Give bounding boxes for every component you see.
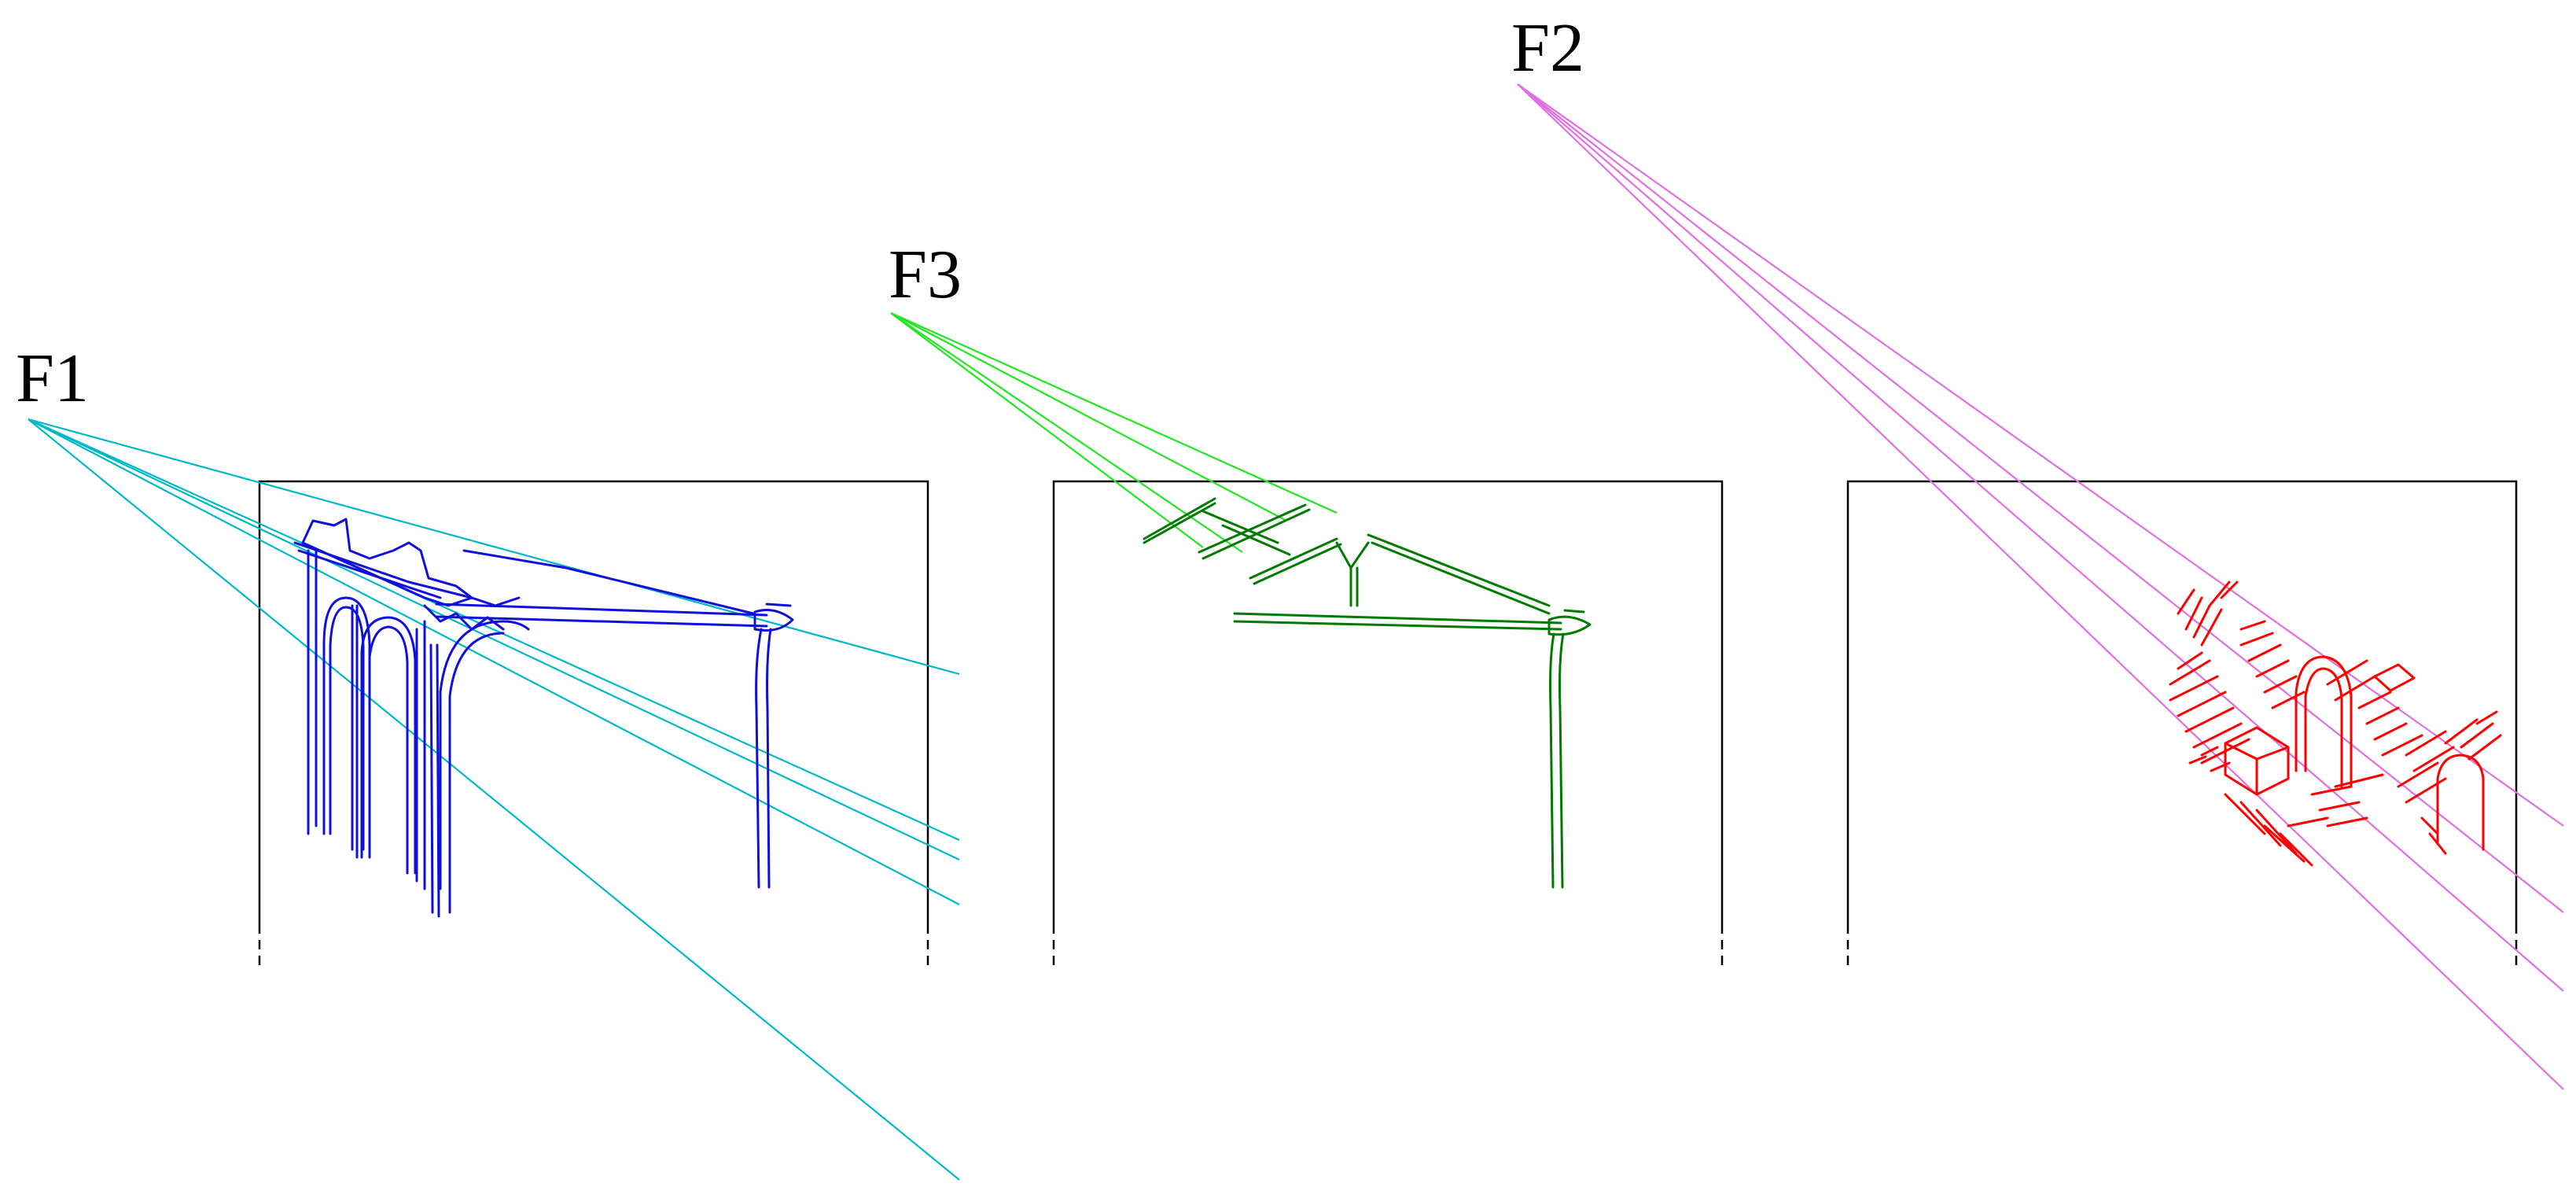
- column-2: [351, 604, 359, 859]
- long-bar-2: [1221, 524, 1291, 556]
- ray-f1-5: [28, 418, 960, 1181]
- y-bracket: [1335, 541, 1370, 607]
- rays-f3: [890, 311, 1338, 553]
- hatch-i: [2188, 746, 2231, 772]
- vp-label-f3: F3: [889, 237, 962, 313]
- arch-red-3: [2436, 754, 2485, 851]
- hatch-e: [2224, 793, 2329, 867]
- crossbeam-3: [1249, 537, 1342, 585]
- lamp-pole-2: [1549, 632, 1565, 889]
- rays-f2: [1517, 83, 2564, 1090]
- cornice: [293, 541, 473, 599]
- ray-f3-4: [890, 312, 1204, 548]
- hatch-c: [2239, 620, 2306, 709]
- arch-red-2: [2304, 667, 2343, 788]
- edge-drawing-panel-3: [2169, 580, 2502, 867]
- hatch-a: [2177, 580, 2239, 647]
- ray-f2-3: [1517, 83, 2564, 992]
- column-3: [415, 620, 426, 890]
- panel-frame-2: [1052, 480, 1724, 967]
- building-top: [301, 518, 473, 607]
- arch-3-inner: [448, 632, 505, 914]
- lamp-arm-2: [1233, 612, 1562, 631]
- long-bar-3: [1367, 533, 1551, 615]
- arch-3: [439, 620, 530, 890]
- ray-f1-4: [28, 418, 960, 905]
- ray-f3-2: [890, 312, 1287, 521]
- ray-f2-2: [1517, 83, 2564, 913]
- crossbeam-1: [1143, 497, 1216, 544]
- arch-2-inner: [368, 625, 409, 875]
- ray-f1-1: [28, 418, 960, 676]
- edge-drawing-panel-2: [1143, 497, 1592, 889]
- panel-frame-3: [1846, 480, 2518, 967]
- ornament-band: [423, 596, 521, 631]
- roof-slope: [462, 549, 755, 615]
- hatch-h: [2397, 730, 2455, 855]
- arch-2: [360, 616, 417, 875]
- lamp-pole: [755, 628, 772, 889]
- column-4: [429, 643, 440, 918]
- ray-f3-3: [890, 312, 1243, 553]
- lamp-arm: [435, 603, 768, 628]
- vp-label-f1: F1: [16, 341, 89, 417]
- lamp-head: [753, 603, 794, 632]
- box-small: [2373, 663, 2416, 692]
- rays-f1: [28, 418, 960, 1181]
- ray-f2-4: [1517, 83, 2564, 1090]
- ray-f2-1: [1517, 83, 2564, 827]
- ray-f1-3: [28, 418, 960, 860]
- hatch-f: [2310, 773, 2384, 827]
- hatch-b: [2169, 651, 2250, 765]
- panel-frame-1: [258, 480, 929, 967]
- box-shape: [2224, 726, 2290, 796]
- hatch-g: [2444, 710, 2502, 761]
- vp-label-f2: F2: [1511, 10, 1584, 87]
- long-bar-1: [1202, 510, 1279, 544]
- arch-red-1: [2294, 655, 2353, 788]
- hatch-d: [2326, 659, 2423, 757]
- edge-drawing-panel-1: [293, 518, 794, 918]
- arch-1-inner: [329, 606, 365, 851]
- ray-f3-1: [890, 311, 1338, 514]
- lamp-head-2: [1547, 609, 1592, 636]
- ray-f1-2: [28, 418, 960, 842]
- column-1: [307, 549, 318, 835]
